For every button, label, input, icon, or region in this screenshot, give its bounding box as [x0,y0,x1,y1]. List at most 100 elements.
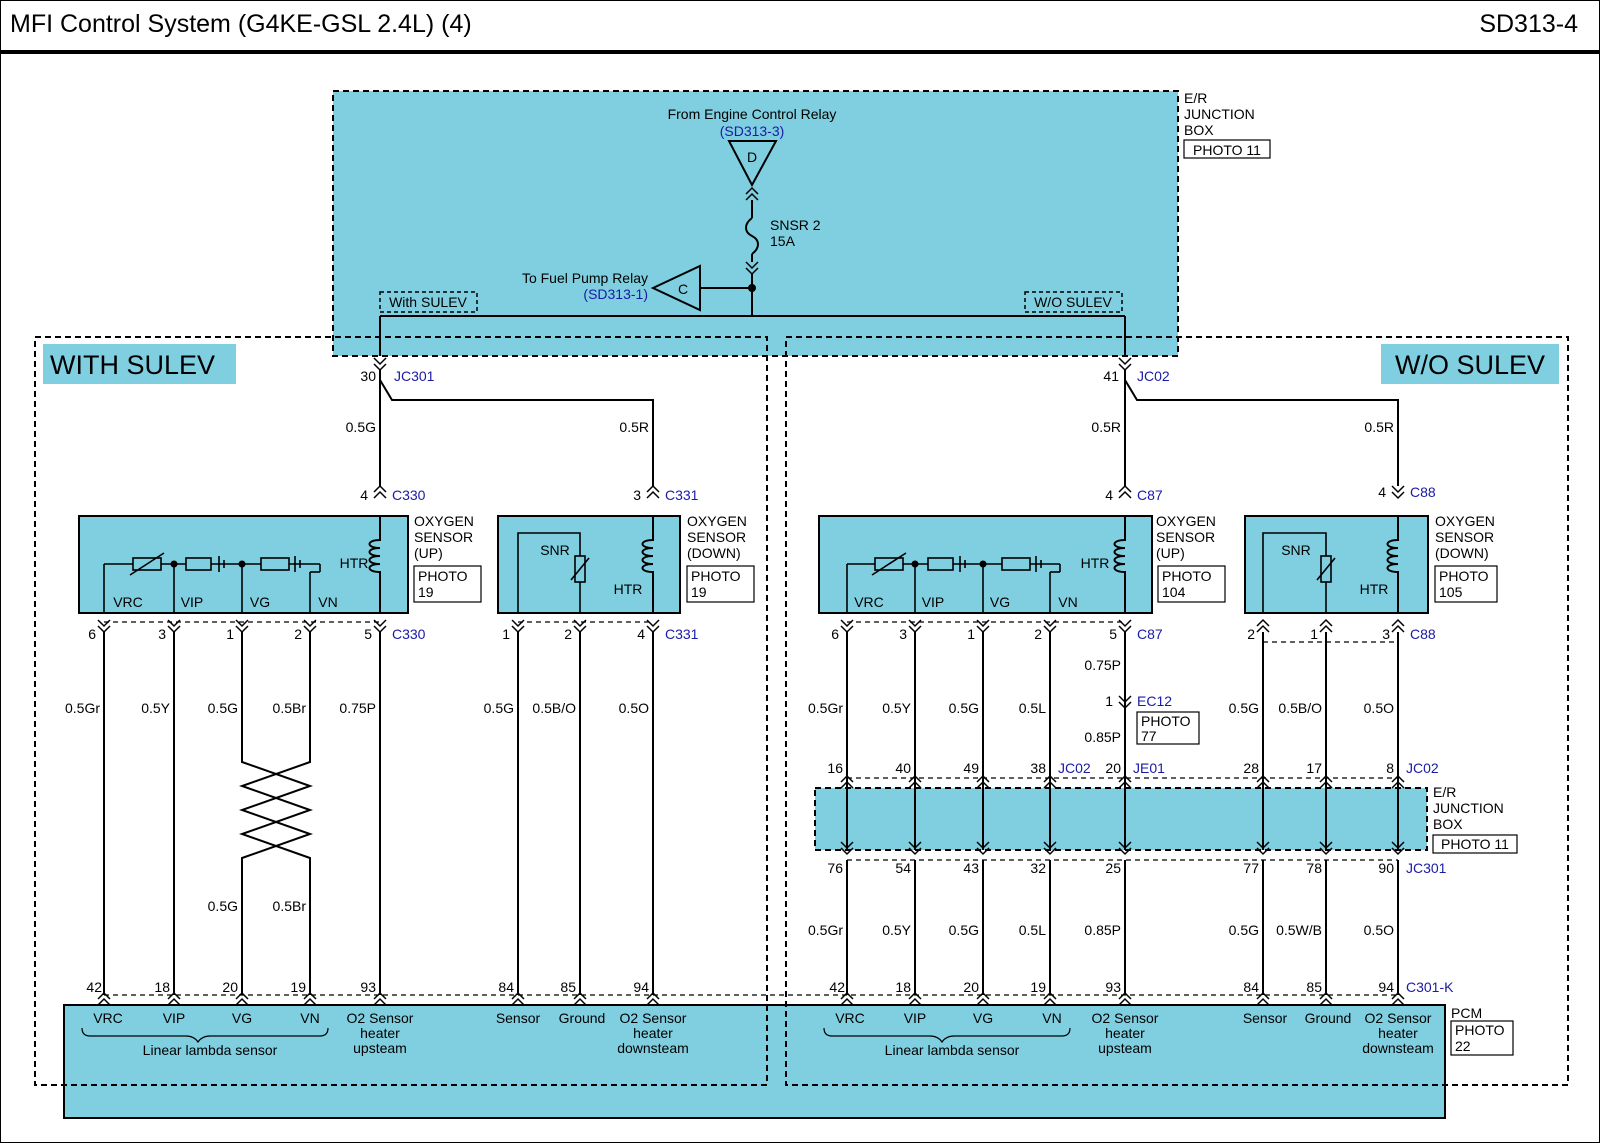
right-sensor-up-vn: VN [1058,594,1077,610]
right-ec-photo-box [1136,711,1200,745]
right-pcm-pin-8: 94 [1378,979,1394,995]
pcm-r-vg: VG [973,1010,993,1026]
pcm-photo-2[interactable]: 22 [1455,1038,1471,1054]
right-down-pin-conn[interactable]: C88 [1410,626,1436,642]
left-sensor-up-vg: VG [250,594,270,610]
pcm-r-vip: VIP [904,1010,927,1026]
sensor-out-chev-11-0 [1043,619,1057,628]
left-down-pin-conn[interactable]: C331 [665,626,699,642]
page-header: MFI Control System (G4KE-GSL 2.4L) (4) S… [0,0,1600,54]
jb-in-chev-0-0 [840,774,854,783]
left-sensor-down-name-1: OXYGEN [687,513,747,529]
left-wires [103,632,654,995]
right-sensor-up-circuit [846,552,1061,613]
right-up-pin-2: 3 [899,626,907,642]
left-sensor-down-photo-1[interactable]: PHOTO [691,568,741,584]
option-without-text: W/O SULEV [1034,294,1112,310]
from-engine-relay-ref[interactable]: (SD313-3) [720,123,785,139]
right-ec-name[interactable]: EC12 [1137,693,1172,709]
pcm-chev-0-1 [97,997,111,1006]
jb-out-chev-4-1 [1118,847,1132,856]
jb-top-pin-8: 8 [1386,760,1394,776]
jb-bottom-label-2: JUNCTION [1433,800,1504,816]
jb-in-chev-6-1 [1319,780,1333,789]
right-jc-name[interactable]: JC02 [1137,368,1170,384]
jb-in-chev-2-1 [976,780,990,789]
left-wire-up: 0.5G [346,419,376,435]
left-sensor-down-photo-2[interactable]: 19 [691,584,707,600]
left-sensor-up-node-1 [170,560,178,568]
pcm-l-o2down-3: downsteam [617,1040,689,1056]
connector-c-triangle [650,264,701,312]
pcm-l-vrc: VRC [93,1010,123,1026]
left-sensor-up-vip: VIP [181,594,204,610]
pcm-chev-14-0 [1319,991,1333,1000]
left-sensor-up-photo-1[interactable]: PHOTO [418,568,468,584]
right-sensor-up-node-1 [911,560,919,568]
jb-top-photo[interactable]: PHOTO 11 [1193,142,1261,158]
right-pcm-conn[interactable]: C301-K [1406,979,1454,995]
pcm-r-o2down-3: downsteam [1362,1040,1434,1056]
jb-bottom-label-1: E/R [1433,784,1456,800]
label-with-sulev-bg [43,344,236,384]
right-sensor-up-photo-2[interactable]: 104 [1162,584,1186,600]
right-up-conn[interactable]: C87 [1137,487,1163,503]
pcm-photo-1[interactable]: PHOTO [1455,1022,1505,1038]
pcm-name: PCM [1451,1005,1482,1021]
left-up-pin-2: 3 [158,626,166,642]
right-down-conn[interactable]: C88 [1410,484,1436,500]
right-sensor-down-photo-2[interactable]: 105 [1439,584,1463,600]
right-ec-photo-1[interactable]: PHOTO [1141,713,1191,729]
right-wire-b-vg: 0.5G [949,922,979,938]
sensor-in-chev-3-1 [1391,491,1405,500]
jb-in-chev-7-0 [1391,774,1405,783]
left-down-conn[interactable]: C331 [665,487,699,503]
right-up-pin-conn[interactable]: C87 [1137,626,1163,642]
jb-bottom-photo[interactable]: PHOTO 11 [1441,836,1509,852]
pcm-l-linear: Linear lambda sensor [143,1042,278,1058]
jb-out-chev-2-1 [976,847,990,856]
right-ec-photo-2[interactable]: 77 [1141,728,1157,744]
jb-bottom-pin-7: 78 [1306,860,1322,876]
pcm-chev-4-0 [373,991,387,1000]
left-up-pin-conn[interactable]: C330 [392,626,426,642]
left-wire-to-down-sensor [379,379,654,486]
left-wire-twist-vn: 0.5Br [273,898,307,914]
right-sensor-down-photo-1[interactable]: PHOTO [1439,568,1489,584]
sensor-out-chev-0-1 [97,625,111,634]
pcm-chev-13-1 [1256,997,1270,1006]
jb-bottom-pin-5: 25 [1105,860,1121,876]
connector-c-letter: C [678,281,688,297]
jb-bottom-conn[interactable]: JC301 [1406,860,1447,876]
jb-out-chev-5-0 [1256,841,1270,850]
jb-in-chev-7-1 [1391,780,1405,789]
pcm-chev-2-0 [235,991,249,1000]
left-jc-name[interactable]: JC301 [394,368,435,384]
jb-top-conn-c[interactable]: JC02 [1406,760,1439,776]
pcm-chev-14-1 [1319,997,1333,1006]
right-sensor-up-vrc: VRC [854,594,884,610]
right-up-conn-pin: 4 [1105,487,1113,503]
pcm-chev-8-1 [840,997,854,1006]
left-sensor-up-name-1: OXYGEN [414,513,474,529]
jb-out-chev-4-0 [1118,841,1132,850]
conn-chev-f1 [745,261,759,270]
right-wire-up: 0.5R [1091,419,1121,435]
right-wire-b-vn: 0.5L [1019,922,1046,938]
jb-top-conn-a[interactable]: JC02 [1058,760,1091,776]
right-sensor-up-photo-1[interactable]: PHOTO [1162,568,1212,584]
right-jc-pin: 41 [1103,368,1119,384]
to-fuel-pump-ref[interactable]: (SD313-1) [583,286,648,302]
right-pcm-pin-3: 20 [963,979,979,995]
jb-top-conn-b[interactable]: JE01 [1133,760,1165,776]
left-sensor-up-photo-2[interactable]: 19 [418,584,434,600]
right-ec-pin: 1 [1105,693,1113,709]
left-up-pin-3: 1 [226,626,234,642]
ec12-chev-0 [1118,695,1132,704]
right-sensor-up-vg: VG [990,594,1010,610]
ec12-chev-1 [1118,701,1132,710]
left-sensor-up-photo-box [413,565,482,603]
jc02-chev [1118,357,1132,366]
left-up-conn[interactable]: C330 [392,487,426,503]
jb-in-chev-1-1 [908,780,922,789]
